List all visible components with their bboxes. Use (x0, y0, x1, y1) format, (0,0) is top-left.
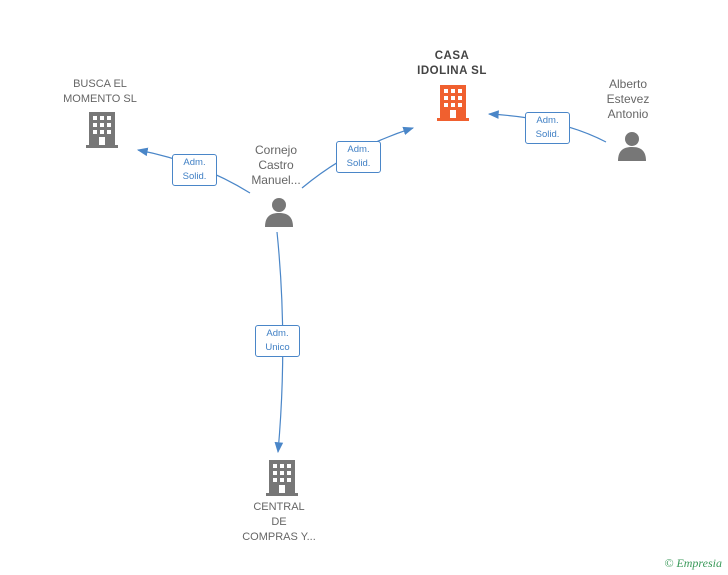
edge-badge-cornejo-busca: Adm. Solid. (172, 154, 217, 186)
edge-badge-cornejo-casa: Adm. Solid. (336, 141, 381, 173)
brand-watermark: © Empresia (664, 556, 722, 571)
company-label-busca[interactable]: BUSCA EL MOMENTO SL (63, 78, 137, 105)
person-icon-alberto[interactable] (618, 132, 646, 161)
edge-badge-cornejo-central: Adm. Unico (255, 325, 300, 357)
person-label-alberto[interactable]: Alberto Estevez Antonio (606, 77, 650, 121)
building-icon-casa[interactable] (437, 85, 469, 121)
edge-badge-alberto-casa: Adm. Solid. (525, 112, 570, 144)
building-icon-busca[interactable] (86, 112, 118, 148)
company-label-casa[interactable]: CASA IDOLINA SL (417, 50, 487, 77)
company-label-central[interactable]: CENTRAL DE COMPRAS Y... (242, 501, 316, 543)
brand-name: Empresia (676, 556, 722, 570)
person-icon-cornejo[interactable] (265, 198, 293, 227)
person-label-cornejo[interactable]: Cornejo Castro Manuel... (251, 143, 301, 187)
copyright-icon: © (664, 556, 674, 570)
building-icon-central[interactable] (266, 460, 298, 496)
